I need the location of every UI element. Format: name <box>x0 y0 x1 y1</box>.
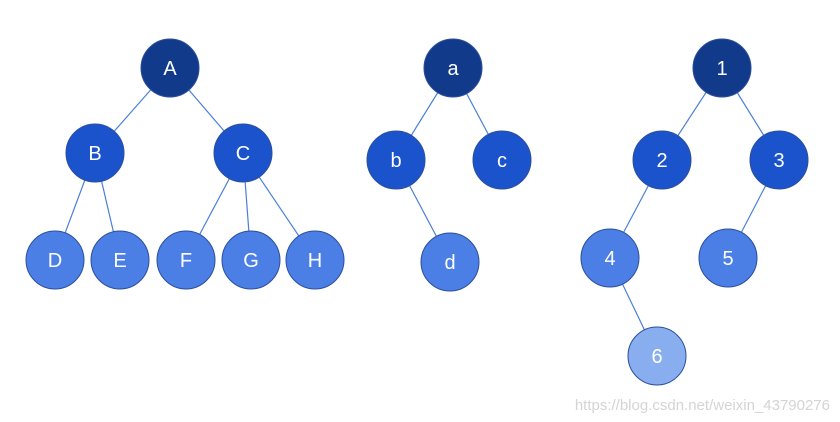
node-label: a <box>447 58 459 80</box>
node-F: F <box>156 230 216 290</box>
node-label: 2 <box>656 150 667 172</box>
watermark-text: https://blog.csdn.net/weixin_43790276 <box>575 397 830 414</box>
node-circle <box>692 38 752 98</box>
node-label: B <box>88 143 101 165</box>
node-G: G <box>221 230 281 290</box>
node-label: d <box>444 252 455 274</box>
node-circle <box>423 38 483 98</box>
node-n2: 2 <box>632 130 692 190</box>
node-label: G <box>243 250 259 272</box>
node-circle <box>213 123 273 183</box>
node-b: b <box>366 130 426 190</box>
node-circle <box>221 230 281 290</box>
tree-numbers: 1 2 3 4 5 6 <box>580 38 809 386</box>
tree-letters-lower: a b c d <box>366 38 532 292</box>
node-label: H <box>308 250 322 272</box>
node-circle <box>580 228 640 288</box>
node-circle <box>25 230 85 290</box>
node-circle <box>698 228 758 288</box>
node-circle <box>627 326 687 386</box>
node-circle <box>140 38 200 98</box>
node-E: E <box>90 230 150 290</box>
node-circle <box>65 123 125 183</box>
node-a: a <box>423 38 483 98</box>
node-n6: 6 <box>627 326 687 386</box>
node-A: A <box>140 38 200 98</box>
node-circle <box>632 130 692 190</box>
node-circle <box>156 230 216 290</box>
node-B: B <box>65 123 125 183</box>
node-label: 6 <box>651 346 662 368</box>
node-n1: 1 <box>692 38 752 98</box>
node-D: D <box>25 230 85 290</box>
edges-layer <box>54 67 780 357</box>
node-label: c <box>497 150 507 172</box>
node-label: A <box>163 58 177 80</box>
node-circle <box>90 230 150 290</box>
node-label: b <box>390 150 401 172</box>
node-circle <box>285 230 345 290</box>
node-label: 4 <box>604 248 615 270</box>
node-label: C <box>236 143 250 165</box>
node-C: C <box>213 123 273 183</box>
node-label: 3 <box>773 150 784 172</box>
node-H: H <box>285 230 345 290</box>
tree-letters-upper: A B C D E F G H <box>25 38 345 290</box>
node-d: d <box>420 232 480 292</box>
node-label: E <box>113 250 126 272</box>
node-label: 5 <box>722 248 733 270</box>
node-circle <box>749 130 809 190</box>
node-label: 1 <box>716 58 727 80</box>
node-n3: 3 <box>749 130 809 190</box>
nodes-layer: A B C D E F G Ha b c d 1 2 3 4 5 6 <box>25 38 809 386</box>
node-circle <box>472 130 532 190</box>
node-n4: 4 <box>580 228 640 288</box>
node-n5: 5 <box>698 228 758 288</box>
node-circle <box>420 232 480 292</box>
node-c: c <box>472 130 532 190</box>
node-circle <box>366 130 426 190</box>
node-label: D <box>48 250 62 272</box>
node-label: F <box>180 250 192 272</box>
